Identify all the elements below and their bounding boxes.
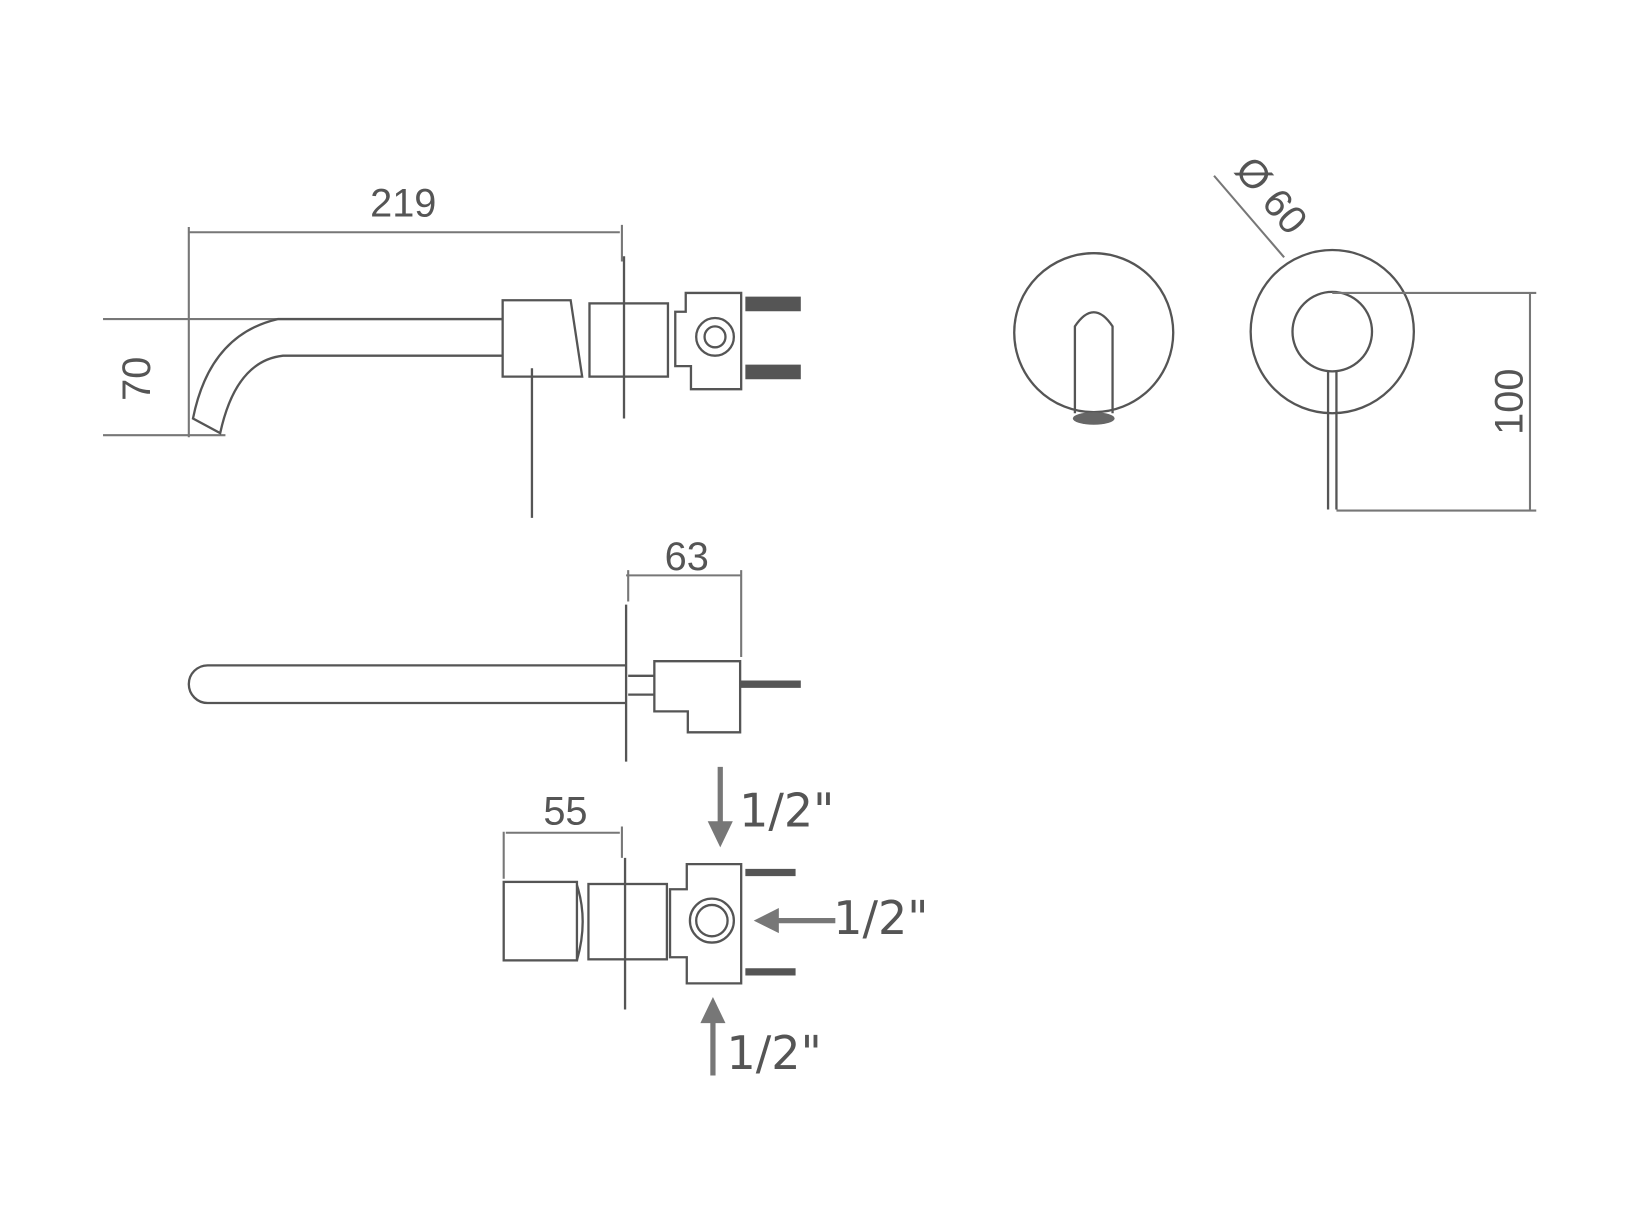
mixer-sleeve xyxy=(588,302,670,378)
inlet-port xyxy=(688,897,736,944)
top-view: 63 xyxy=(187,535,801,762)
cartridge-body xyxy=(668,862,743,985)
valve-body-top xyxy=(653,660,742,734)
dimension-63-label: 63 xyxy=(665,535,709,579)
aerator xyxy=(1072,412,1115,425)
handle-cap xyxy=(502,880,579,962)
dimension-70-label: 70 xyxy=(115,357,159,401)
handle-body xyxy=(501,299,584,378)
spout-top xyxy=(187,664,627,705)
dimension-55-label: 55 xyxy=(543,789,587,833)
side-view: 219 70 xyxy=(103,182,801,518)
dimension-219-label: 219 xyxy=(370,182,436,226)
dimension-line-55 xyxy=(502,826,623,879)
spout-side xyxy=(191,317,503,435)
valve-body-view: 55 1/2" 1/2" 1/2" xyxy=(502,766,928,1080)
diameter-leader xyxy=(1213,175,1285,259)
pipe-stubs xyxy=(745,296,801,380)
arrow-left-head xyxy=(753,908,779,934)
bottom-inlet-label: 1/2" xyxy=(727,1026,822,1080)
valve-plate xyxy=(1249,248,1416,415)
dimension-100-label: 100 xyxy=(1488,369,1532,435)
front-view: Ø 60 100 xyxy=(1013,148,1537,512)
dimension-line-70 xyxy=(103,318,503,437)
valve-body xyxy=(674,291,743,391)
mixer-sleeve-lower xyxy=(587,882,669,961)
arrow-down-head xyxy=(707,821,733,848)
side-inlet-label: 1/2" xyxy=(833,891,928,945)
lever-front xyxy=(1326,371,1338,510)
handle-knob xyxy=(1291,290,1374,373)
dimension-line-219 xyxy=(187,224,623,438)
spout-front xyxy=(1073,311,1114,414)
dimension-line-63 xyxy=(626,570,743,657)
diameter-60-label: Ø 60 xyxy=(1227,148,1316,242)
valve-port xyxy=(695,316,736,357)
arrow-up-head xyxy=(700,996,726,1024)
top-inlet-label: 1/2" xyxy=(739,783,834,837)
dimension-line-100 xyxy=(1332,291,1537,512)
spout-plate xyxy=(1013,252,1175,414)
